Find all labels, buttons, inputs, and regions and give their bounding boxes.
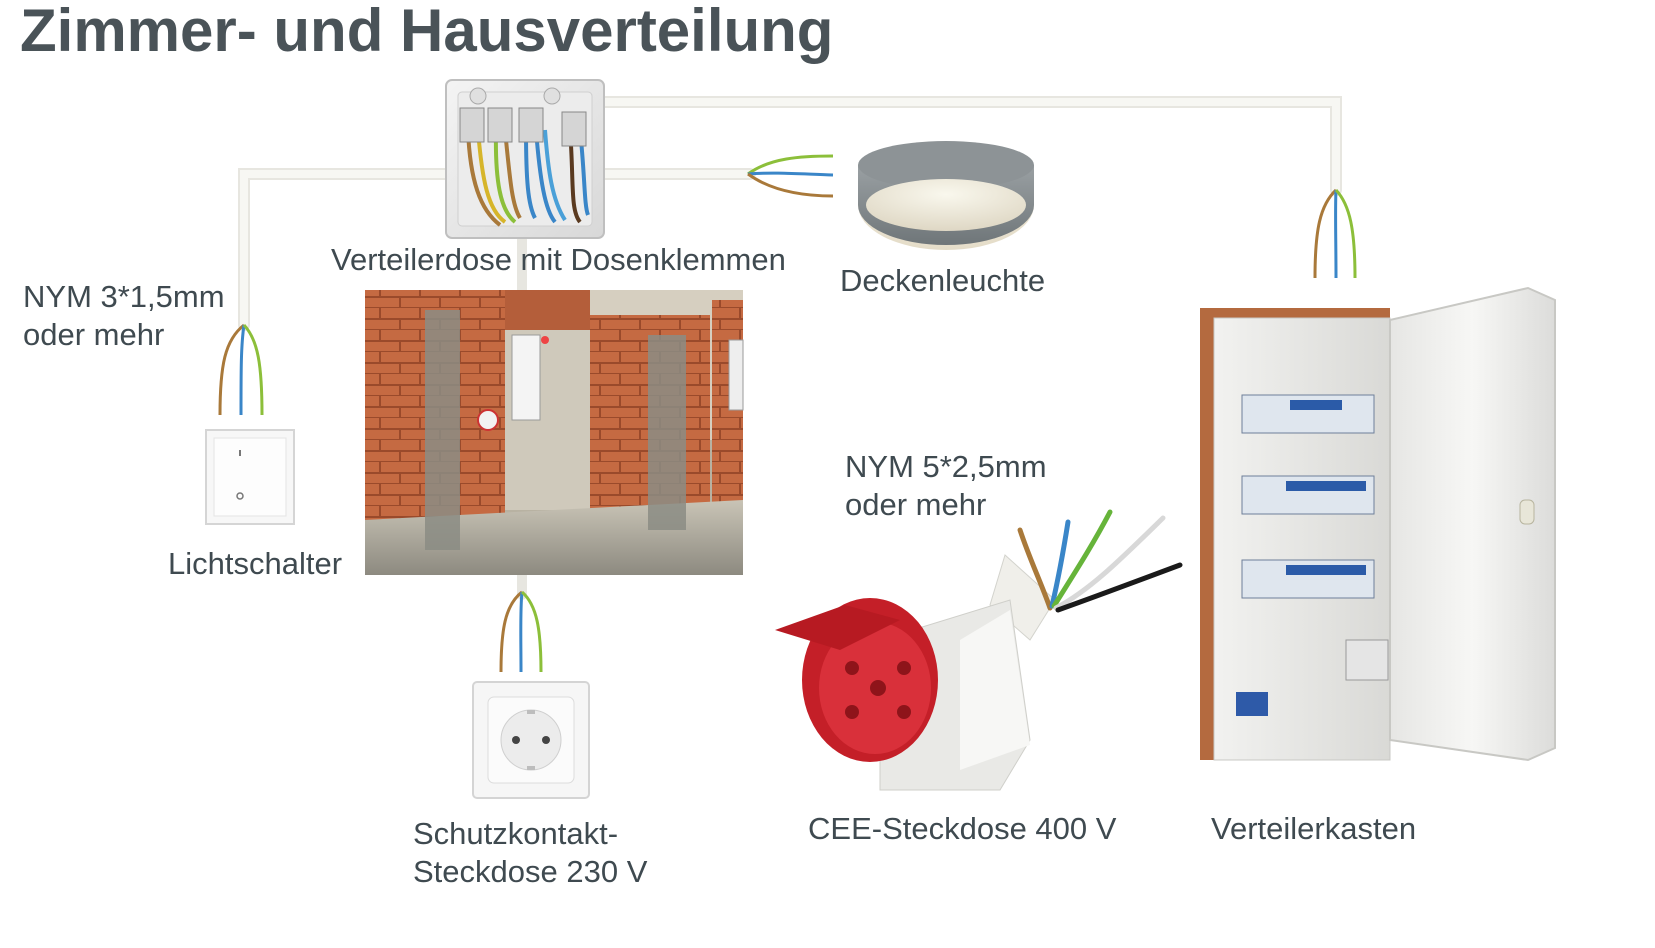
- cable-2-spec-line1: NYM 5*2,5mm: [845, 449, 1047, 484]
- wires-ceiling-light: [747, 154, 834, 198]
- cable-sheaths: [238, 96, 1342, 600]
- light-switch-label: Lichtschalter: [168, 546, 343, 581]
- cable-2-spec-line2: oder mehr: [845, 487, 987, 522]
- wires-socket: [499, 590, 543, 673]
- cable-1-spec-line1: NYM 3*1,5mm: [23, 279, 225, 314]
- page-title: Zimmer- und Hausverteilung: [20, 0, 834, 64]
- junction-box-label: Verteilerdose mit Dosenklemmen: [331, 242, 786, 277]
- cable-1-spec-line2: oder mehr: [23, 317, 165, 352]
- wires-light-switch: [218, 323, 264, 416]
- distribution-board-icon: [1200, 286, 1556, 762]
- ceiling-light-label: Deckenleuchte: [840, 263, 1046, 298]
- cee-socket-icon: [775, 509, 1183, 791]
- junction-box: [445, 79, 605, 239]
- ceiling-light: [858, 141, 1034, 250]
- light-switch-icon: [205, 429, 295, 525]
- wires-distribution-board: [1313, 188, 1357, 279]
- socket-label-line2: Steckdose 230 V: [413, 854, 648, 889]
- socket-label-line1: Schutzkontakt-: [413, 816, 619, 851]
- schuko-socket-icon: [472, 681, 590, 799]
- distribution-board-label: Verteilerkasten: [1211, 811, 1417, 846]
- cee-socket-label: CEE-Steckdose 400 V: [808, 811, 1117, 846]
- room-photo: [365, 290, 744, 575]
